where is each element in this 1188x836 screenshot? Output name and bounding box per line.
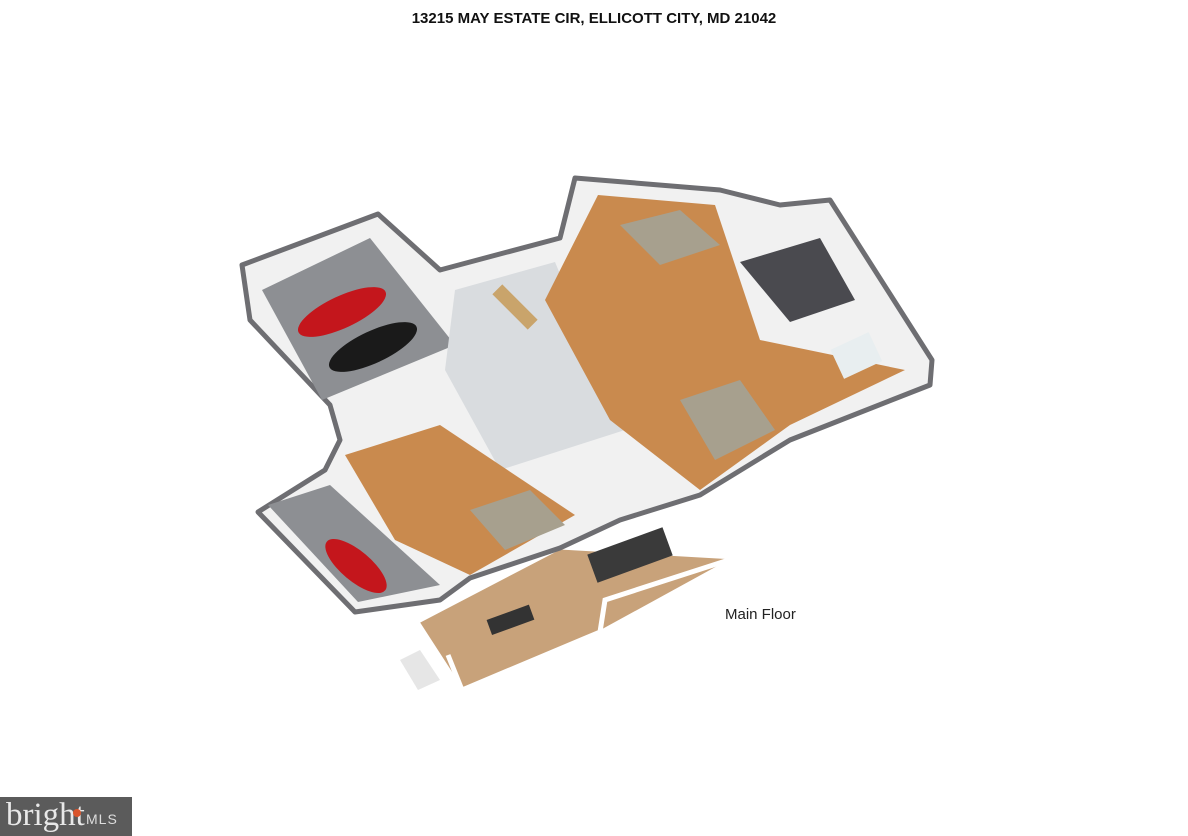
dining-table: [492, 284, 538, 330]
deck-railing: [445, 555, 736, 694]
rug: [620, 210, 720, 265]
address-title: 13215 MAY ESTATE CIR, ELLICOTT CITY, MD …: [411, 10, 777, 27]
logo-suffix: MLS: [86, 811, 118, 827]
rug: [680, 380, 775, 460]
black-car: [328, 322, 418, 372]
red-car: [297, 287, 387, 337]
rug: [470, 490, 565, 550]
floor-label: Main Floor: [725, 606, 796, 623]
logo-dot-icon: [73, 809, 81, 817]
deck-table: [486, 604, 535, 636]
red-car: [325, 539, 387, 593]
wood-floor-right: [545, 195, 905, 490]
bright-mls-logo: bright MLS: [0, 797, 132, 836]
logo-word: bright: [6, 797, 85, 833]
patio-seating: [587, 527, 673, 583]
bed: [830, 332, 883, 379]
master-bath-floor: [740, 238, 855, 322]
lower-garage-floor: [268, 485, 440, 602]
deck-stairs: [400, 650, 440, 690]
kitchen-tile-floor: [445, 262, 625, 470]
